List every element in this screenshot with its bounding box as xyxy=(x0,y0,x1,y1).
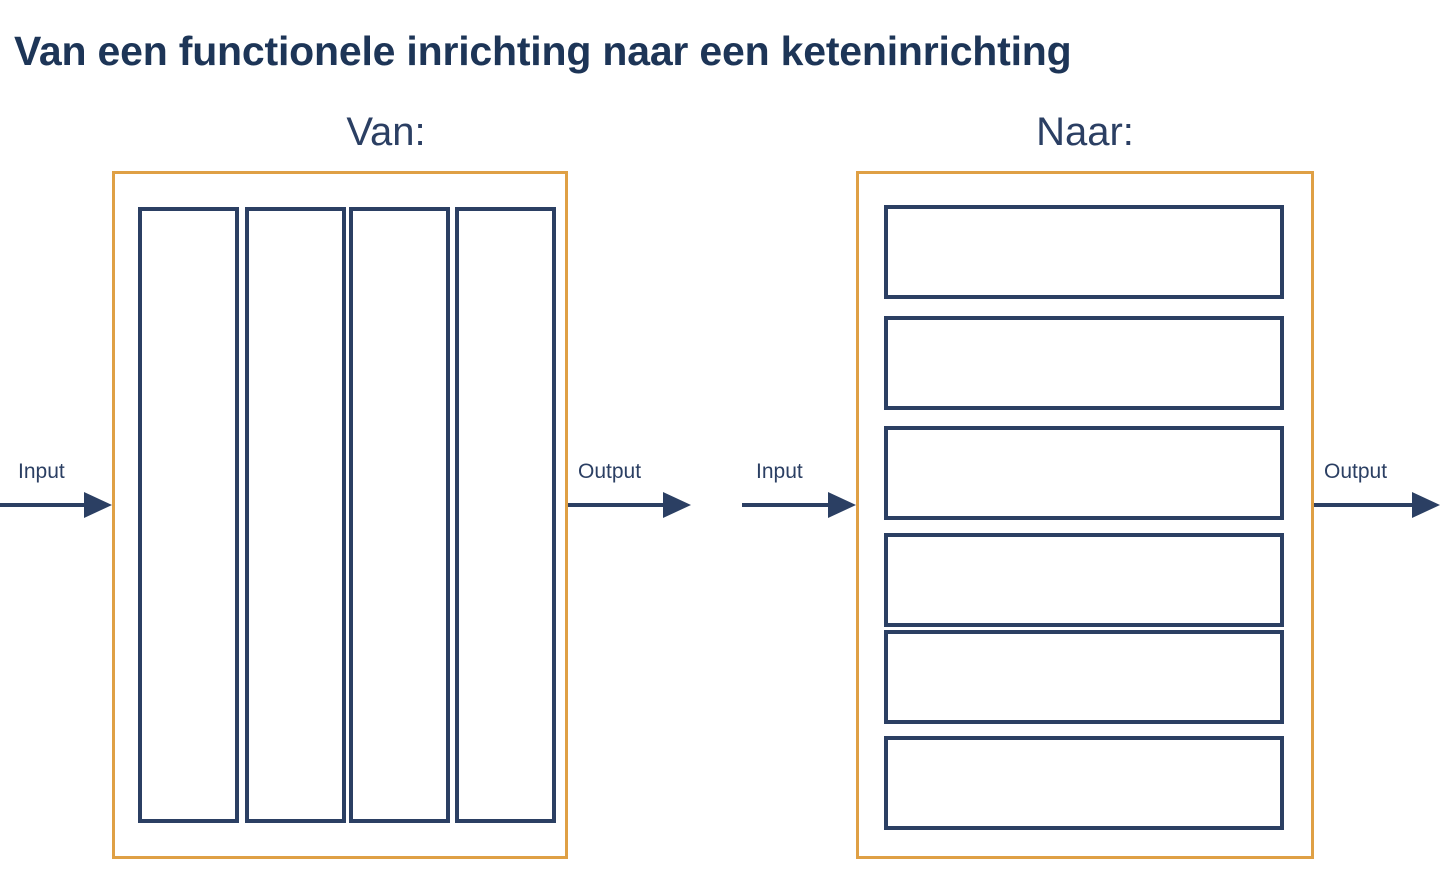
chain-organisation-frame xyxy=(856,171,1314,859)
arrow-head-icon xyxy=(828,492,856,518)
chain-row-5 xyxy=(884,630,1284,724)
functional-organisation-frame xyxy=(112,171,568,859)
chain-row-6 xyxy=(884,736,1284,830)
chain-row-4 xyxy=(884,533,1284,627)
arrow-head-icon xyxy=(1412,492,1440,518)
arrow-shaft xyxy=(0,503,84,507)
chain-row-2 xyxy=(884,316,1284,410)
silo-column-3 xyxy=(349,207,450,823)
input-arrow-chain xyxy=(742,492,856,518)
silo-column-1 xyxy=(138,207,239,823)
arrow-shaft xyxy=(568,503,663,507)
page-title: Van een functionele inrichting naar een … xyxy=(14,28,1072,74)
silo-column-2 xyxy=(245,207,346,823)
input-label-functional: Input xyxy=(18,460,65,483)
chain-row-3 xyxy=(884,426,1284,520)
output-arrow-chain xyxy=(1314,492,1440,518)
arrow-shaft xyxy=(1314,503,1412,507)
input-arrow-functional xyxy=(0,492,112,518)
chain-row-1 xyxy=(884,205,1284,299)
output-label-chain: Output xyxy=(1324,460,1388,483)
output-label-functional: Output xyxy=(578,460,642,483)
output-arrow-functional xyxy=(568,492,691,518)
arrow-shaft xyxy=(742,503,828,507)
silo-column-4 xyxy=(455,207,556,823)
arrow-head-icon xyxy=(663,492,691,518)
arrow-head-icon xyxy=(84,492,112,518)
section-heading-naar: Naar: xyxy=(1036,110,1134,154)
input-label-chain: Input xyxy=(756,460,803,483)
section-heading-van: Van: xyxy=(346,110,426,154)
